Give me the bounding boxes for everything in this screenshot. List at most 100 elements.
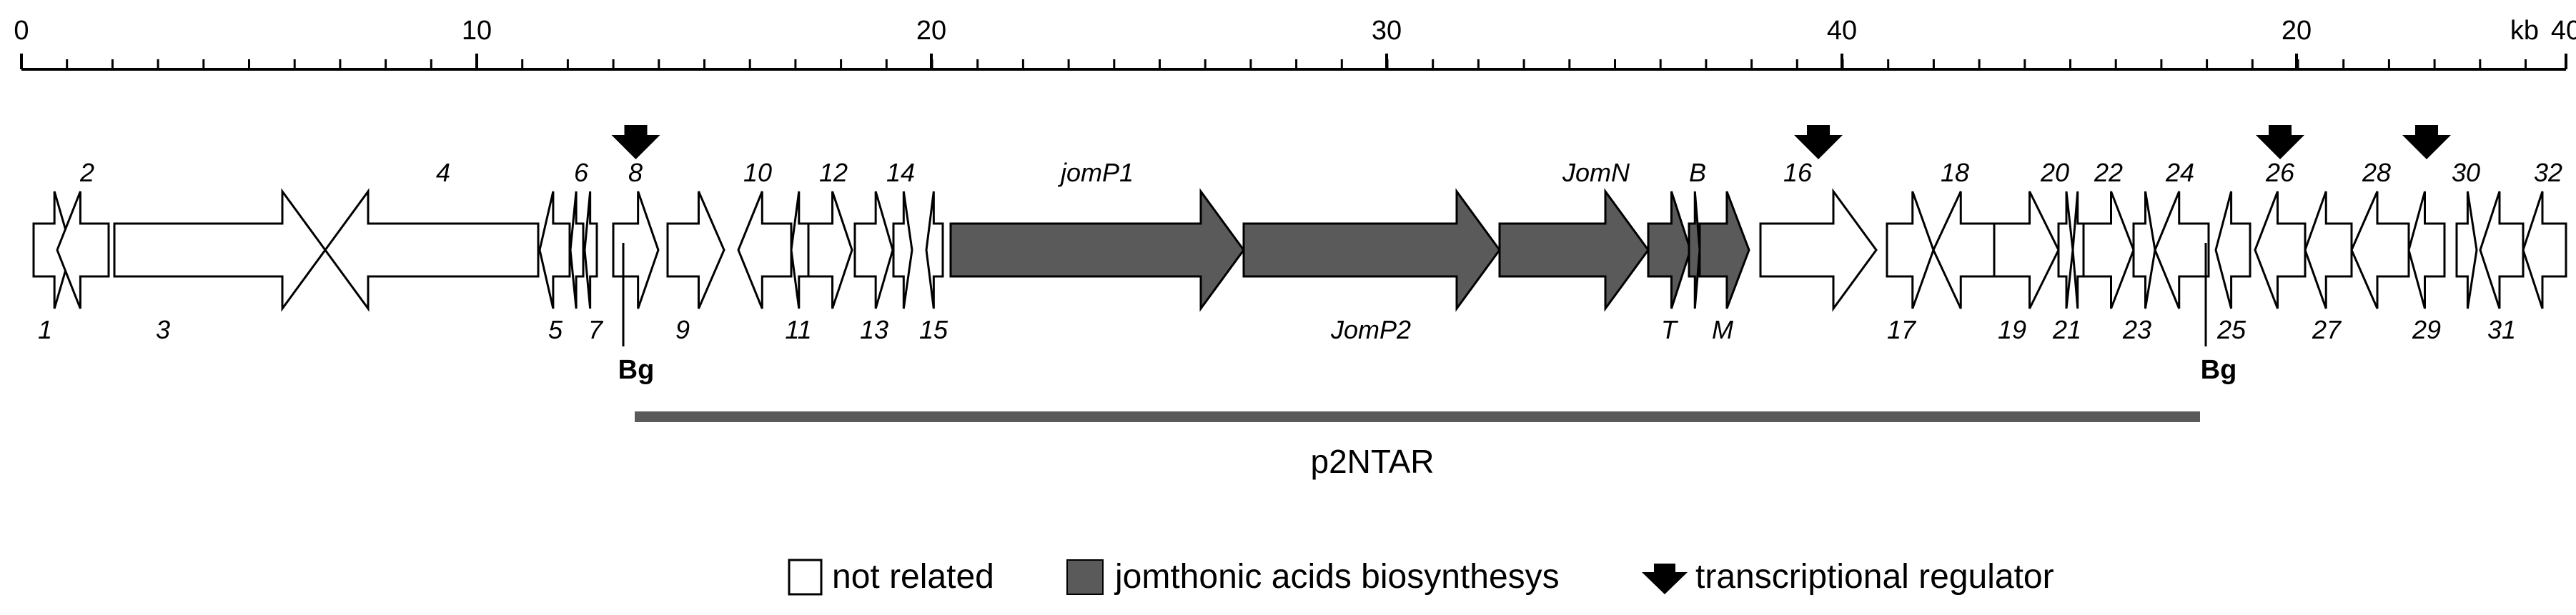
legend-item-not-related: not related xyxy=(788,558,994,596)
scale-tick-label: 30 xyxy=(1372,16,1402,46)
gene-label-11: 11 xyxy=(785,315,811,344)
scale-ticks xyxy=(20,54,2567,69)
gene-label-jomn: JomN xyxy=(1562,158,1630,187)
gene-label-24: 24 xyxy=(2165,158,2194,187)
gene-label-29: 29 xyxy=(2412,315,2441,344)
gene-label-jomp1: jomP1 xyxy=(1057,158,1134,187)
legend-label-biosynthesis: jomthonic acids biosynthesys xyxy=(1114,558,1560,596)
regulator-arrow-icon xyxy=(2256,125,2304,159)
gene-label-14: 14 xyxy=(886,158,915,187)
gene-label-21: 21 xyxy=(2052,315,2081,344)
construct-label: p2NTAR xyxy=(1311,443,1435,480)
gene-label-19: 19 xyxy=(1998,315,2026,344)
gene-arrow-8 xyxy=(612,191,660,309)
scale-unit-label: kb xyxy=(2510,16,2539,46)
gene-arrow-29 xyxy=(2407,191,2446,309)
gene-arrow-30 xyxy=(2455,191,2478,309)
gene-label-b: B xyxy=(1689,158,1706,187)
legend-item-biosynthesis: jomthonic acids biosynthesys xyxy=(1066,558,1560,596)
gene-arrow-3 xyxy=(113,188,327,312)
gene-arrow-32 xyxy=(2522,191,2567,309)
gene-arrow-15 xyxy=(925,191,944,309)
gene-arrow-jomp1 xyxy=(949,188,1245,312)
gene-label-4: 4 xyxy=(436,158,450,187)
gene-arrow-1 xyxy=(32,191,73,309)
gene-label-31: 31 xyxy=(2487,315,2516,344)
gene-label-26: 26 xyxy=(2265,158,2295,187)
gene-arrow-12 xyxy=(807,191,853,309)
scale-bar: 0 10 20 30 40 20 40 kb xyxy=(14,16,2576,71)
gene-arrow-b xyxy=(1688,191,1701,309)
gene-label-5: 5 xyxy=(548,315,563,344)
gene-arrows xyxy=(32,188,2567,312)
gene-arrow-17 xyxy=(1886,191,1935,309)
gene-arrow-7 xyxy=(583,191,598,309)
gene-arrow-21 xyxy=(2071,191,2085,309)
regulator-arrow-icon xyxy=(611,125,660,159)
gene-label-13: 13 xyxy=(860,315,888,344)
scale-tick-label: 10 xyxy=(462,16,492,46)
gene-arrow-m xyxy=(1698,191,1750,309)
restriction-sites: Bg Bg xyxy=(618,243,2237,385)
gene-arrow-24 xyxy=(2154,191,2210,309)
construct-bar xyxy=(635,411,2200,422)
restriction-site-label: Bg xyxy=(618,355,655,385)
restriction-site-label: Bg xyxy=(2201,355,2237,385)
gene-arrow-6 xyxy=(569,191,585,309)
gene-label-15: 15 xyxy=(919,315,948,344)
gene-arrow-10 xyxy=(737,191,793,309)
gene-arrow-t xyxy=(1647,191,1692,309)
gene-label-8: 8 xyxy=(628,158,643,187)
gene-label-10: 10 xyxy=(743,158,772,187)
scale-tick-label: 20 xyxy=(916,16,946,46)
legend-label-not-related: not related xyxy=(832,558,994,596)
scale-tick-label: 20 xyxy=(2282,16,2312,46)
gene-label-t: T xyxy=(1661,315,1679,344)
gene-label-32: 32 xyxy=(2534,158,2562,187)
gene-arrow-23 xyxy=(2132,191,2156,309)
gene-arrow-16 xyxy=(1759,188,1878,312)
gene-label-30: 30 xyxy=(2452,158,2480,187)
gene-arrow-25 xyxy=(2214,191,2251,309)
gene-label-7: 7 xyxy=(588,315,604,344)
scale-tick-label: 40 xyxy=(1827,16,1857,46)
gene-label-16: 16 xyxy=(1783,158,1813,187)
gene-arrow-20 xyxy=(2057,191,2074,309)
gene-arrow-22 xyxy=(2082,191,2135,309)
gene-label-9: 9 xyxy=(675,315,690,344)
gene-label-17: 17 xyxy=(1887,315,1917,344)
regulator-arrow-icon xyxy=(1794,125,1843,159)
gene-arrow-18 xyxy=(1932,191,1996,309)
scale-tick-label: 40 xyxy=(2551,16,2576,46)
legend: not related jomthonic acids biosynthesys… xyxy=(788,558,2054,596)
gene-label-1: 1 xyxy=(38,315,52,344)
legend-gray-box-icon xyxy=(1066,559,1104,595)
gene-arrow-9 xyxy=(666,191,725,309)
gene-label-3: 3 xyxy=(156,315,170,344)
construct: p2NTAR xyxy=(635,411,2200,480)
gene-arrow-14 xyxy=(892,191,913,309)
gene-arrow-5 xyxy=(538,191,571,309)
gene-arrow-13 xyxy=(853,191,894,309)
gene-arrow-4 xyxy=(324,188,540,312)
regulator-markers xyxy=(611,125,2451,159)
gene-arrow-11 xyxy=(790,191,810,309)
regulator-arrow-icon xyxy=(2402,125,2451,159)
scale-tick-label: 0 xyxy=(14,16,29,46)
gene-arrow-31 xyxy=(2479,191,2525,309)
gene-label-20: 20 xyxy=(2040,158,2069,187)
gene-label-22: 22 xyxy=(2094,158,2123,187)
gene-arrow-27 xyxy=(2304,191,2353,309)
gene-label-6: 6 xyxy=(574,158,589,187)
gene-label-12: 12 xyxy=(819,158,848,187)
scale-labels: 0 10 20 30 40 20 40 xyxy=(14,16,2576,46)
gene-arrow-26 xyxy=(2254,191,2307,309)
legend-down-arrow-icon xyxy=(1642,564,1688,594)
legend-label-regulator: transcriptional regulator xyxy=(1695,558,2054,596)
gene-label-23: 23 xyxy=(2122,315,2151,344)
gene-arrow-28 xyxy=(2350,191,2410,309)
legend-white-box-icon xyxy=(788,559,823,596)
gene-label-2: 2 xyxy=(79,158,94,187)
gene-arrow-jomn xyxy=(1498,188,1650,312)
